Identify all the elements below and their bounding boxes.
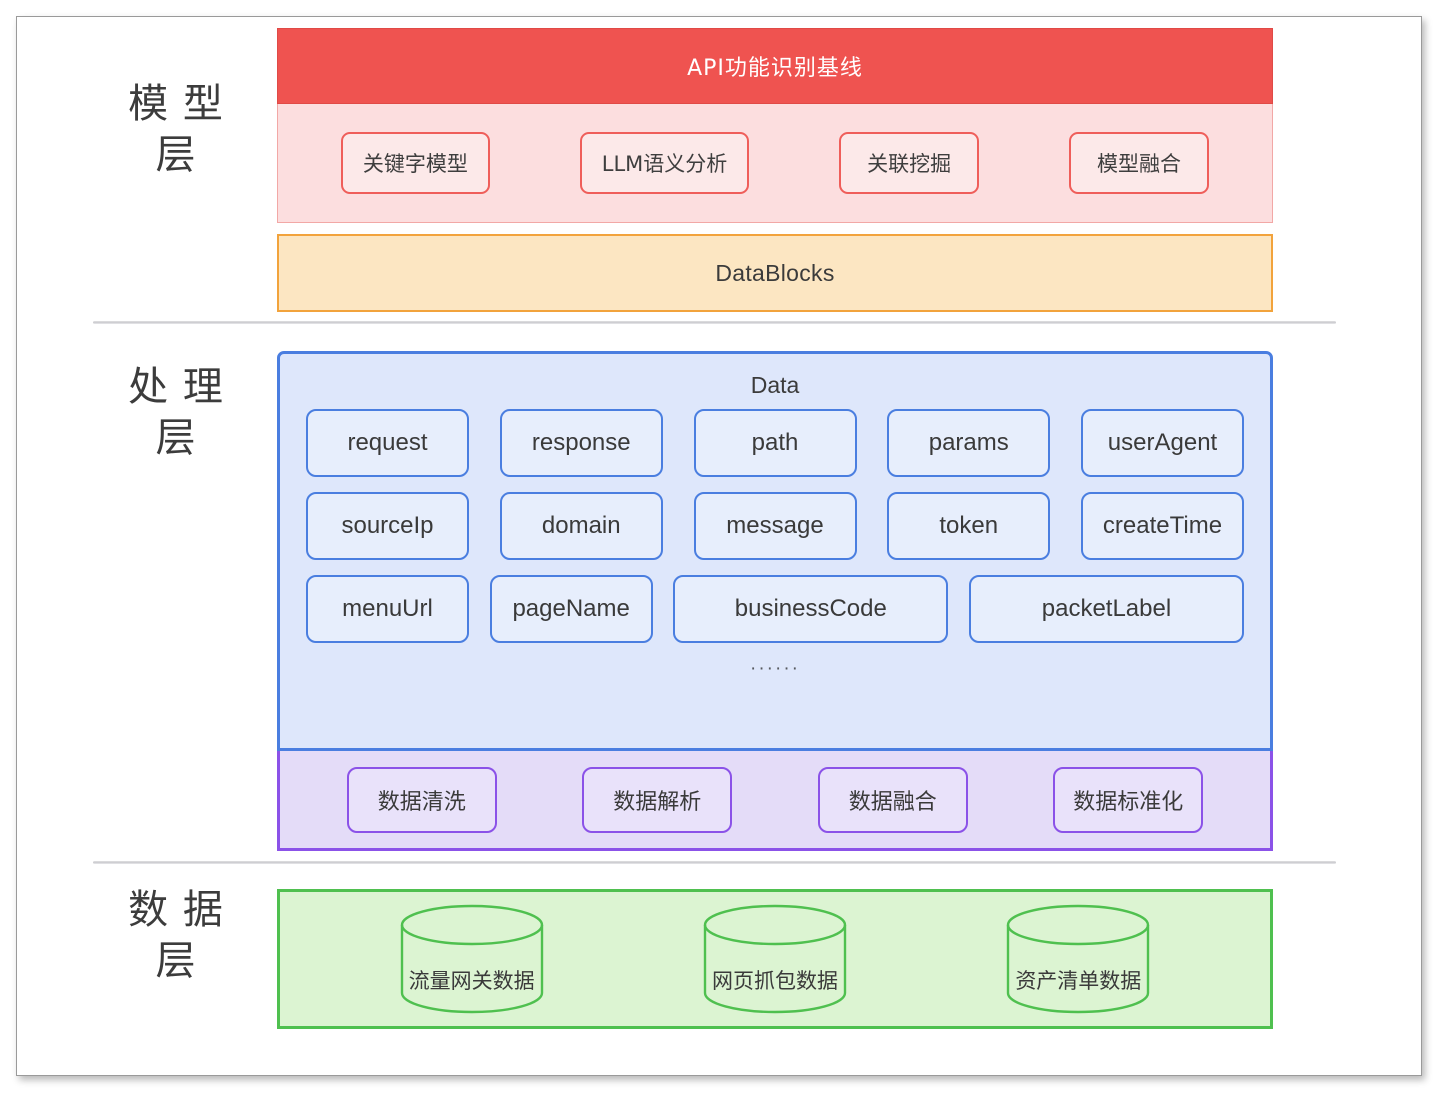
data-field-row: sourceIp domain message token createTime bbox=[306, 492, 1244, 560]
data-field-message[interactable]: message bbox=[693, 492, 857, 560]
data-source-label: 网页抓包数据 bbox=[711, 969, 838, 993]
data-source-label: 流量网关数据 bbox=[408, 969, 535, 993]
database-cylinder-icon bbox=[986, 903, 1170, 1015]
data-panel-title: Data bbox=[750, 372, 800, 398]
database-cylinder-icon bbox=[683, 903, 867, 1015]
data-source-web-packet-capture[interactable]: 网页抓包数据 bbox=[683, 903, 867, 1015]
model-chip-llm-semantic[interactable]: LLM语义分析 bbox=[579, 132, 750, 194]
pipeline-step-fusion[interactable]: 数据融合 bbox=[817, 766, 968, 833]
data-field-sourceip[interactable]: sourceIp bbox=[306, 492, 469, 560]
data-field-row: request response path params userAgent bbox=[306, 409, 1244, 477]
data-field-businesscode[interactable]: businessCode bbox=[673, 575, 949, 643]
data-field-response[interactable]: response bbox=[499, 409, 663, 477]
layer-divider-bottom bbox=[93, 861, 1336, 864]
layer-divider-top bbox=[93, 321, 1336, 324]
processing-layer-group: Data request response path params userAg… bbox=[277, 351, 1273, 851]
model-chip-keyword[interactable]: 关键字模型 bbox=[340, 132, 490, 194]
data-field-params[interactable]: params bbox=[887, 409, 1051, 477]
layer-label-processing: 处 理 层 bbox=[128, 364, 224, 462]
data-source-traffic-gateway[interactable]: 流量网关数据 bbox=[380, 903, 564, 1015]
layer-label-model: 模 型 层 bbox=[128, 81, 224, 179]
datablocks-label: DataBlocks bbox=[715, 259, 835, 286]
api-baseline-title: API功能识别基线 bbox=[687, 56, 863, 81]
data-field-domain[interactable]: domain bbox=[499, 492, 663, 560]
model-chip-correlation-mining[interactable]: 关联挖掘 bbox=[839, 132, 980, 194]
data-field-row: menuUrl pageName businessCode packetLabe… bbox=[306, 575, 1244, 643]
data-field-request[interactable]: request bbox=[306, 409, 469, 477]
database-cylinder-icon bbox=[380, 903, 564, 1015]
data-field-createtime[interactable]: createTime bbox=[1081, 492, 1244, 560]
pipeline-step-standardization[interactable]: 数据标准化 bbox=[1053, 766, 1204, 833]
data-field-menuurl[interactable]: menuUrl bbox=[306, 575, 469, 643]
data-source-asset-inventory[interactable]: 资产清单数据 bbox=[986, 903, 1170, 1015]
data-sources-container: 流量网关数据 网页抓包数据 bbox=[277, 889, 1273, 1029]
data-fields-panel: Data request response path params userAg… bbox=[277, 351, 1273, 751]
pipeline-step-parsing[interactable]: 数据解析 bbox=[582, 766, 733, 833]
model-chip-model-fusion[interactable]: 模型融合 bbox=[1069, 132, 1210, 194]
model-layer-group: API功能识别基线 关键字模型 LLM语义分析 关联挖掘 模型融合 DataBl… bbox=[277, 28, 1273, 313]
api-baseline-banner: API功能识别基线 bbox=[277, 28, 1273, 104]
data-pipeline-bar: 数据清洗 数据解析 数据融合 数据标准化 bbox=[277, 751, 1273, 851]
model-methods-container: 关键字模型 LLM语义分析 关联挖掘 模型融合 bbox=[277, 104, 1273, 223]
data-field-pagename[interactable]: pageName bbox=[489, 575, 653, 643]
data-source-label: 资产清单数据 bbox=[1015, 969, 1142, 993]
data-field-path[interactable]: path bbox=[693, 409, 857, 477]
architecture-diagram-frame: 模 型 层 处 理 层 数 据 层 API功能识别基线 关键字模型 LLM语义分… bbox=[16, 16, 1422, 1076]
layer-label-data: 数 据 层 bbox=[128, 887, 224, 985]
data-field-useragent[interactable]: userAgent bbox=[1081, 409, 1244, 477]
data-field-packetlabel[interactable]: packetLabel bbox=[968, 575, 1244, 643]
datablocks-bar: DataBlocks bbox=[277, 234, 1273, 312]
data-fields-ellipsis: ······ bbox=[750, 658, 800, 679]
pipeline-step-cleaning[interactable]: 数据清洗 bbox=[346, 766, 497, 833]
data-field-token[interactable]: token bbox=[887, 492, 1051, 560]
